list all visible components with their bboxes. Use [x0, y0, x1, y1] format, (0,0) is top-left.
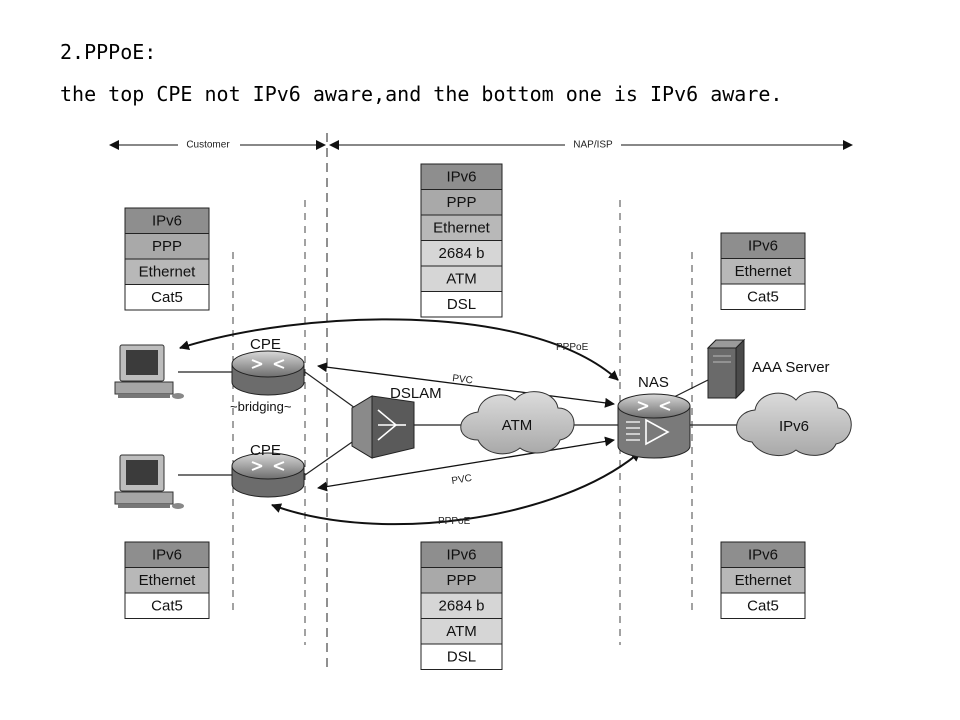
stack-layer-label: IPv6: [748, 238, 778, 255]
stack-layer-label: ATM: [446, 623, 477, 640]
stack-layer-cell: [420, 643, 503, 670]
nas-icon: [617, 393, 691, 459]
cpe-top-to-dslam-link: [304, 371, 356, 409]
stack-layer-label: 2684 b: [439, 598, 485, 615]
pvc-bottom-label: PVC: [451, 473, 473, 487]
nap-isp-zone-label: NAP/ISP: [573, 140, 613, 151]
stack-layer-label: IPv6: [446, 547, 476, 564]
stack-layer-label: DSL: [447, 296, 476, 313]
customer-zone-label-bg: [178, 138, 240, 152]
stack-layer-label: 2684 b: [439, 245, 485, 262]
stack-layer-label: Cat5: [747, 289, 779, 306]
stack-layer-label: Ethernet: [735, 263, 793, 280]
stack-layer-label: Cat5: [151, 598, 183, 615]
stack-layer-cell: [124, 284, 210, 311]
stack-layer-label: PPP: [152, 238, 182, 255]
stack-layer-cell: [420, 214, 503, 241]
stack-layer-cell: [124, 592, 210, 619]
dslam-label: DSLAM: [390, 385, 442, 402]
heading-line-2: the top CPE not IPv6 aware,and the botto…: [60, 82, 783, 106]
pppoe-top-session-arrow: [179, 318, 619, 381]
stack-layer-label: PPP: [446, 194, 476, 211]
stack-layer-cell: [720, 283, 806, 310]
stack-layer-cell: [420, 541, 503, 568]
nap-isp-zone-label-bg: [565, 138, 621, 152]
pppoe-top-label: PPPoE: [556, 342, 589, 353]
stack-layer-cell: [420, 567, 503, 594]
atm-cloud-label: ATM: [502, 417, 533, 434]
cpe-bottom-to-dslam-link: [304, 439, 356, 476]
stack-layer-cell: [720, 258, 806, 285]
stack-layer-label: IPv6: [748, 547, 778, 564]
stack-layer-label: IPv6: [152, 213, 182, 230]
stack-layer-label: Cat5: [747, 598, 779, 615]
atm-cloud-icon: [460, 391, 575, 455]
stack-layer-cell: [124, 567, 210, 594]
pvc-top-label: PVC: [452, 373, 474, 386]
pppoe-bottom-label: PPPoE: [438, 516, 471, 527]
nas-label: NAS: [638, 374, 669, 391]
stack-layer-cell: [420, 189, 503, 216]
cpe-bottom-router-icon: [231, 452, 305, 498]
ipv6-cloud-label: IPv6: [779, 418, 809, 435]
stack-layer-label: Ethernet: [735, 572, 793, 589]
cpe-top-label: CPE: [250, 336, 281, 353]
stack-layer-cell: [124, 541, 210, 568]
pvc-top-arrow: [317, 362, 615, 408]
stack-layer-cell: [420, 291, 503, 318]
stack-layer-cell: [720, 567, 806, 594]
cpe-top-bridging-label: ~bridging~: [230, 399, 292, 414]
stack-layer-label: Ethernet: [139, 264, 197, 281]
cpe-top-router-icon: [231, 350, 305, 396]
aaa-server-label: AAA Server: [752, 359, 830, 376]
customer-zone-label: Customer: [186, 140, 230, 151]
cpe-bottom-label: CPE: [250, 442, 281, 459]
stack-layer-label: Ethernet: [139, 572, 197, 589]
aaa-server-icon: [706, 338, 746, 400]
stack-layer-label: Ethernet: [433, 220, 491, 237]
pc-top-icon: [114, 344, 184, 399]
stack-layer-cell: [720, 232, 806, 259]
stack-layer-cell: [720, 592, 806, 619]
stack-layer-label: IPv6: [446, 169, 476, 186]
stack-layer-cell: [420, 240, 503, 267]
stack-layer-label: ATM: [446, 271, 477, 288]
dslam-icon: [351, 395, 415, 459]
stack-layer-label: PPP: [446, 572, 476, 589]
heading-line-1: 2.PPPoE:: [60, 40, 157, 64]
nas-to-aaa-link: [671, 379, 709, 399]
stack-layer-label: Cat5: [151, 289, 183, 306]
stack-layer-cell: [420, 618, 503, 645]
ipv6-cloud-icon: [736, 391, 852, 457]
pc-bottom-icon: [114, 454, 184, 509]
pppoe-bottom-session-arrow: [271, 451, 641, 526]
stack-layer-label: IPv6: [152, 547, 182, 564]
stack-layer-label: DSL: [447, 649, 476, 666]
